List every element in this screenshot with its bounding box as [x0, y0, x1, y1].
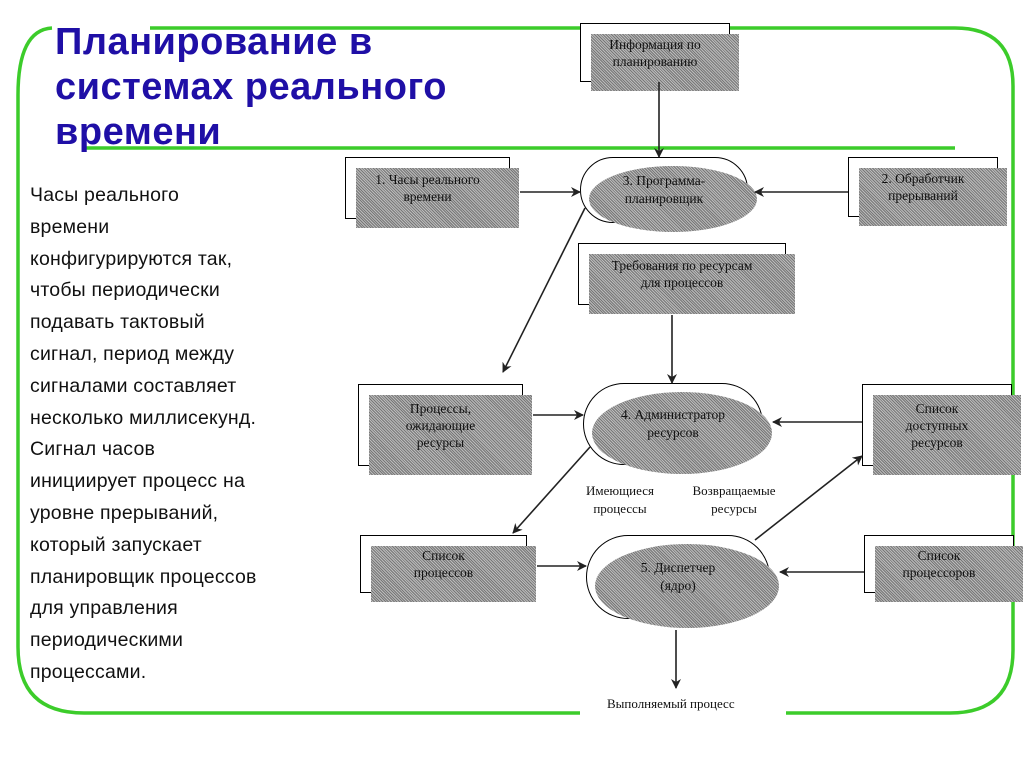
label-returned-resources: Возвращаемые ресурсы — [692, 483, 776, 516]
title-line-3: времени — [55, 111, 222, 153]
node-scheduler: 3. Программа- планировщик — [580, 157, 757, 232]
node-resource-manager: 4. Администратор ресурсов — [583, 383, 772, 474]
box-available-resources: Список доступных ресурсов — [862, 384, 1021, 475]
frame-outline — [150, 26, 1015, 715]
box-interrupt-handler: 2. Обработчик прерываний — [848, 157, 1007, 226]
body-text: Часы реального времени конфигурируются т… — [30, 184, 257, 683]
box-scheduling-info: Информация по планированию — [580, 23, 739, 91]
box-processor-list: Список процессоров — [864, 535, 1023, 602]
box-resource-requirements: Требования по ресурсам для процессов — [578, 243, 795, 314]
box-waiting-processes: Процессы, ожидающие ресурсы — [358, 384, 532, 475]
box-process-list: Список процессов — [360, 535, 536, 602]
node-dispatcher: 5. Диспетчер (ядро) — [586, 535, 779, 628]
label-existing-processes: Имеющиеся процессы — [586, 483, 654, 516]
label-executing-process: Выполняемый процесс — [603, 696, 739, 712]
box-rt-clock: 1. Часы реального времени — [345, 157, 519, 228]
title-line-1: Планирование в — [55, 21, 373, 63]
slide-title: Планирование в системах реального времен… — [55, 20, 447, 155]
frame-outline-left — [16, 26, 580, 715]
title-line-2: системах реального — [55, 66, 447, 108]
